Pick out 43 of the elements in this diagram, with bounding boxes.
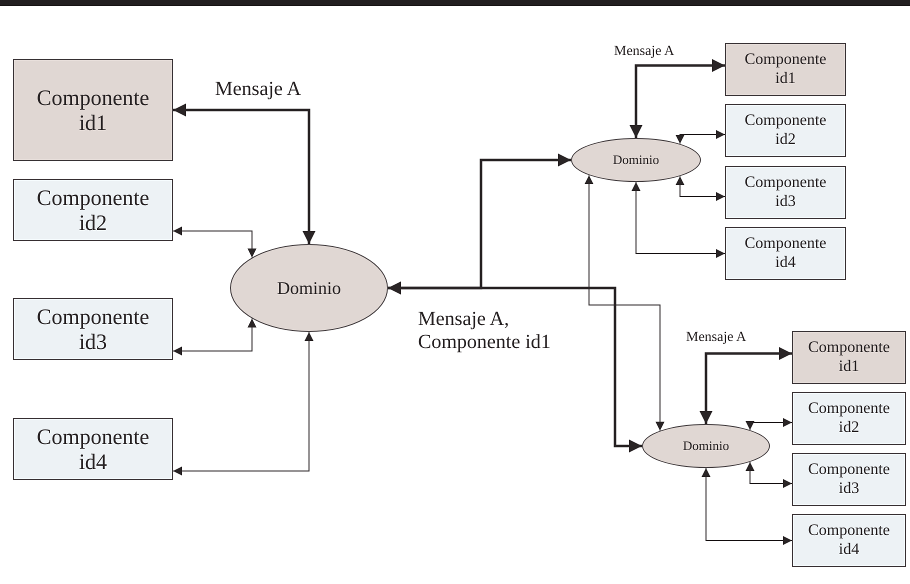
node-label: Componente id2 <box>807 400 891 437</box>
node-label: Componente id2 <box>36 184 150 236</box>
component-box <box>13 298 173 360</box>
component-box <box>13 179 173 241</box>
component-box <box>792 453 906 506</box>
node-label: Componente id3 <box>744 174 828 211</box>
component-box <box>13 418 173 480</box>
arrow <box>746 461 792 488</box>
node-label: Componente id1 <box>744 51 828 88</box>
arrow <box>630 59 725 138</box>
node-label: Componente id1 <box>807 339 891 376</box>
component-box <box>725 43 846 96</box>
arrow <box>172 318 256 356</box>
arrow <box>388 282 642 452</box>
node-label: Dominio <box>612 152 660 168</box>
node-label: Componente id1 <box>36 84 150 136</box>
component-box <box>792 514 906 567</box>
component-box <box>725 166 846 219</box>
component-box <box>725 104 846 157</box>
arrow <box>173 104 316 244</box>
component-box <box>13 59 173 161</box>
arrow <box>676 130 726 144</box>
node-label: Dominio <box>682 438 730 454</box>
node-label: Dominio <box>276 278 341 298</box>
node-label: Componente id2 <box>744 112 828 149</box>
edge-label: Mensaje A <box>614 44 674 60</box>
arrow <box>746 418 792 431</box>
edge-label: Mensaje A <box>686 330 746 346</box>
arrow <box>676 176 726 201</box>
arrow <box>702 468 792 545</box>
node-label: Componente id3 <box>807 461 891 498</box>
component-box <box>725 227 846 280</box>
node-label: Componente id4 <box>36 424 150 474</box>
node-label: Componente id4 <box>807 522 891 559</box>
node-label: Componente id3 <box>36 304 150 354</box>
arrow <box>172 226 256 258</box>
arrow <box>632 182 726 258</box>
node-label: Componente id4 <box>744 235 828 272</box>
arrow <box>700 347 792 424</box>
component-box <box>792 392 906 445</box>
component-box <box>792 331 906 384</box>
arrow <box>172 332 314 476</box>
arrow <box>584 174 664 432</box>
